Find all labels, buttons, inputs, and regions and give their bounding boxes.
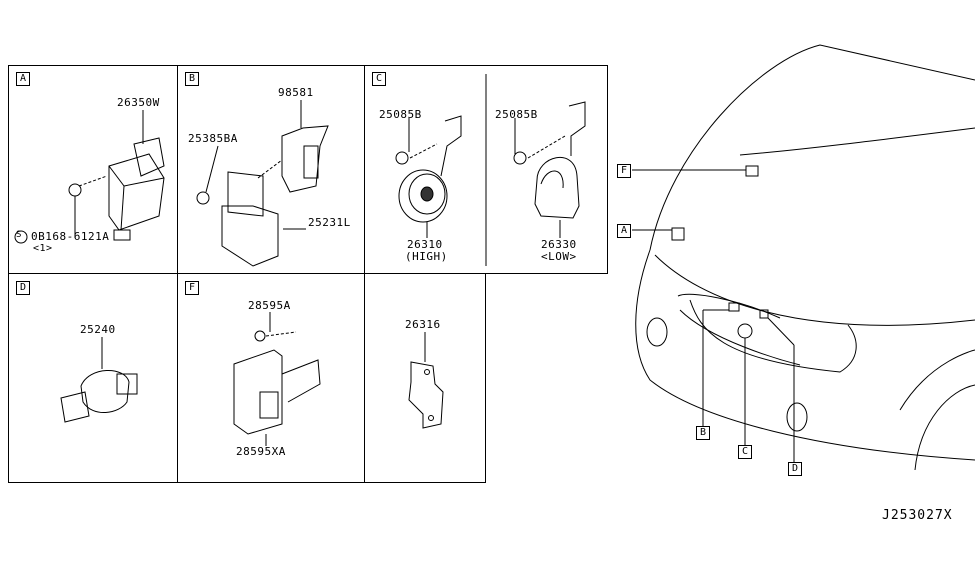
part-number-28595a[interactable]: 28595A [248, 299, 291, 312]
bracket-drawing [408, 332, 444, 429]
vehicle-callout-c[interactable]: C [738, 445, 752, 459]
diagram-id: J253027X [882, 508, 953, 523]
part-number-98581[interactable]: 98581 [278, 86, 314, 99]
part-number-26350w[interactable]: 26350W [117, 96, 160, 109]
vehicle-callout-a[interactable]: A [617, 224, 631, 238]
panel-c: C 25085B 26310 (HIGH) 25085B 26330 <LOW> [364, 65, 608, 274]
part-number-25240[interactable]: 25240 [80, 323, 116, 336]
panel-d: D 25240 [8, 273, 178, 483]
horns-drawing [395, 74, 586, 266]
part-number-25385ba[interactable]: 25385BA [188, 132, 238, 145]
panel-a: A 26350W S 0B168-6121A <1> [8, 65, 178, 274]
part-number-0b168-6121a[interactable]: 0B168-6121A [31, 230, 110, 243]
panel-label-a: A [16, 72, 30, 86]
vehicle-callout-f[interactable]: F [617, 164, 631, 178]
panel-bracket: 26316 [364, 273, 486, 483]
vehicle-callout-b[interactable]: B [696, 426, 710, 440]
panel-label-c: C [372, 72, 386, 86]
panel-label-d: D [16, 281, 30, 295]
module-drawing [233, 312, 321, 446]
vehicle-callout-d[interactable]: D [788, 462, 802, 476]
part-number-25085b-high[interactable]: 25085B [379, 108, 422, 121]
part-number-26330[interactable]: 26330 [541, 238, 577, 251]
part-number-25085b-low[interactable]: 25085B [495, 108, 538, 121]
panel-label-f: F [185, 281, 199, 295]
part-number-28595xa[interactable]: 28595XA [236, 445, 286, 458]
bolt-symbol: S [16, 230, 22, 240]
sensor-bracket-drawing [196, 100, 329, 267]
horn-note-low: <LOW> [541, 250, 577, 263]
part-qty: <1> [33, 243, 53, 254]
part-number-26316[interactable]: 26316 [405, 318, 441, 331]
switch-drawing [60, 337, 138, 423]
relay-drawing [14, 110, 165, 244]
part-number-26310[interactable]: 26310 [407, 238, 443, 251]
part-number-25231l[interactable]: 25231L [308, 216, 351, 229]
panel-label-b: B [185, 72, 199, 86]
horn-note-high: (HIGH) [405, 250, 448, 263]
